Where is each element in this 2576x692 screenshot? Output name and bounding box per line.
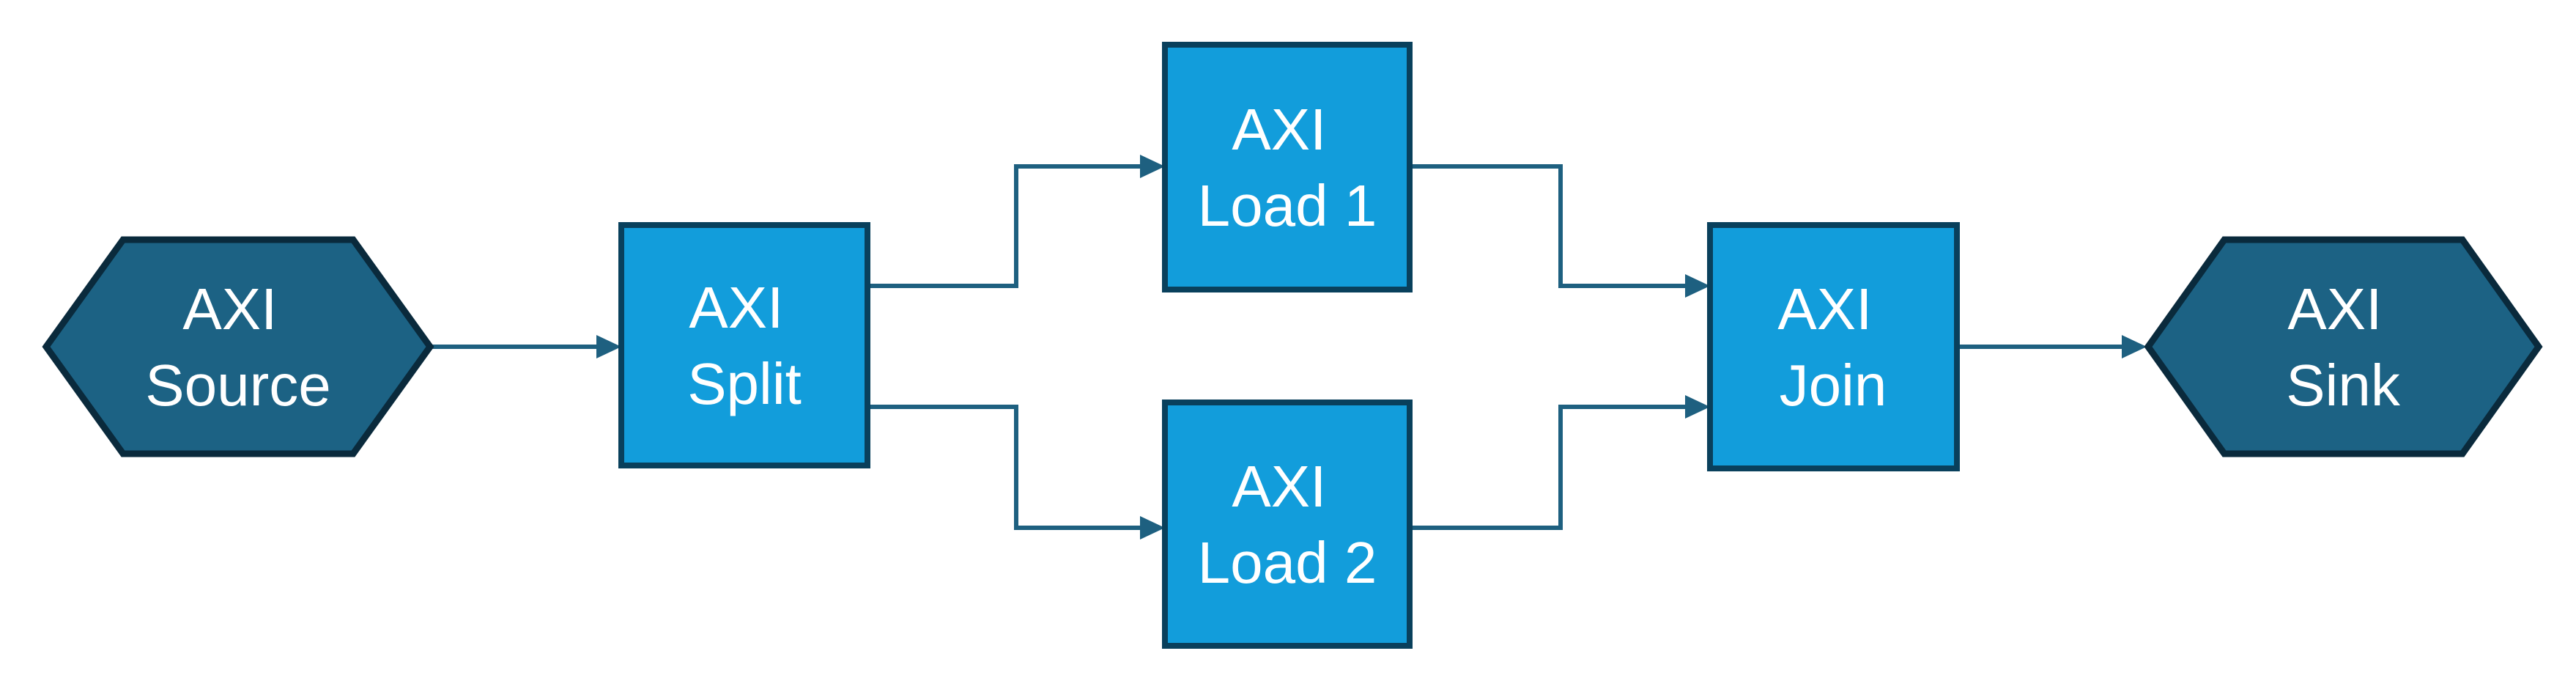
axi-load-2-label-line1: AXI — [1232, 454, 1326, 519]
node-axi-sink: AXI Sink — [2144, 236, 2543, 457]
axi-join-label-line1: AXI — [1777, 276, 1872, 342]
axi-load-1-label-line2: Load 1 — [1198, 173, 1377, 238]
axi-split-box — [618, 222, 870, 468]
axi-sink-label-line1: AXI — [2287, 276, 2382, 342]
axi-sink-label-line2: Sink — [2286, 353, 2401, 418]
edge-source-to-split — [430, 335, 621, 358]
edge-line — [865, 164, 1144, 288]
edge-line — [865, 405, 1144, 530]
axi-split-label: AXI Split — [687, 275, 802, 416]
axi-sink-label: AXI Sink — [2286, 276, 2401, 418]
arrowhead-icon — [1140, 155, 1165, 178]
edge-join-to-sink — [1954, 335, 2147, 358]
arrowhead-icon — [596, 335, 621, 358]
arrowhead-icon — [1140, 516, 1165, 540]
axi-load-2-box — [1162, 400, 1413, 649]
node-axi-join: AXI Join — [1707, 222, 1960, 471]
arrowhead-icon — [1685, 395, 1710, 419]
axi-source-label-line1: AXI — [182, 276, 277, 342]
axi-source-hexagon — [42, 236, 434, 457]
edge-line — [1407, 405, 1689, 530]
node-axi-load-2: AXI Load 2 — [1162, 400, 1413, 649]
edge-load1-to-join — [1407, 164, 1710, 298]
axi-source-label: AXI Source — [145, 276, 330, 418]
node-axi-load-1: AXI Load 1 — [1162, 42, 1413, 292]
axi-load-1-label-line1: AXI — [1232, 97, 1326, 162]
axi-load-1-label: AXI Load 1 — [1198, 97, 1377, 238]
axi-join-box — [1707, 222, 1960, 471]
arrowhead-icon — [2122, 335, 2147, 358]
axi-source-label-line2: Source — [145, 353, 330, 418]
edge-split-to-load1 — [865, 155, 1165, 288]
axi-split-label-line2: Split — [687, 351, 802, 416]
axi-load-2-label-line2: Load 2 — [1198, 530, 1377, 595]
axi-split-label-line1: AXI — [689, 275, 783, 340]
axi-sink-hexagon — [2144, 236, 2543, 457]
edge-split-to-load2 — [865, 405, 1165, 540]
edge-load2-to-join — [1407, 395, 1710, 530]
axi-join-label-line2: Join — [1780, 353, 1887, 418]
node-axi-split: AXI Split — [618, 222, 870, 468]
axi-load-1-box — [1162, 42, 1413, 292]
arrowhead-icon — [1685, 274, 1710, 298]
axi-load-2-label: AXI Load 2 — [1198, 454, 1377, 595]
edge-line — [1407, 164, 1689, 288]
axi-join-label: AXI Join — [1777, 276, 1888, 418]
node-axi-source: AXI Source — [42, 236, 434, 457]
